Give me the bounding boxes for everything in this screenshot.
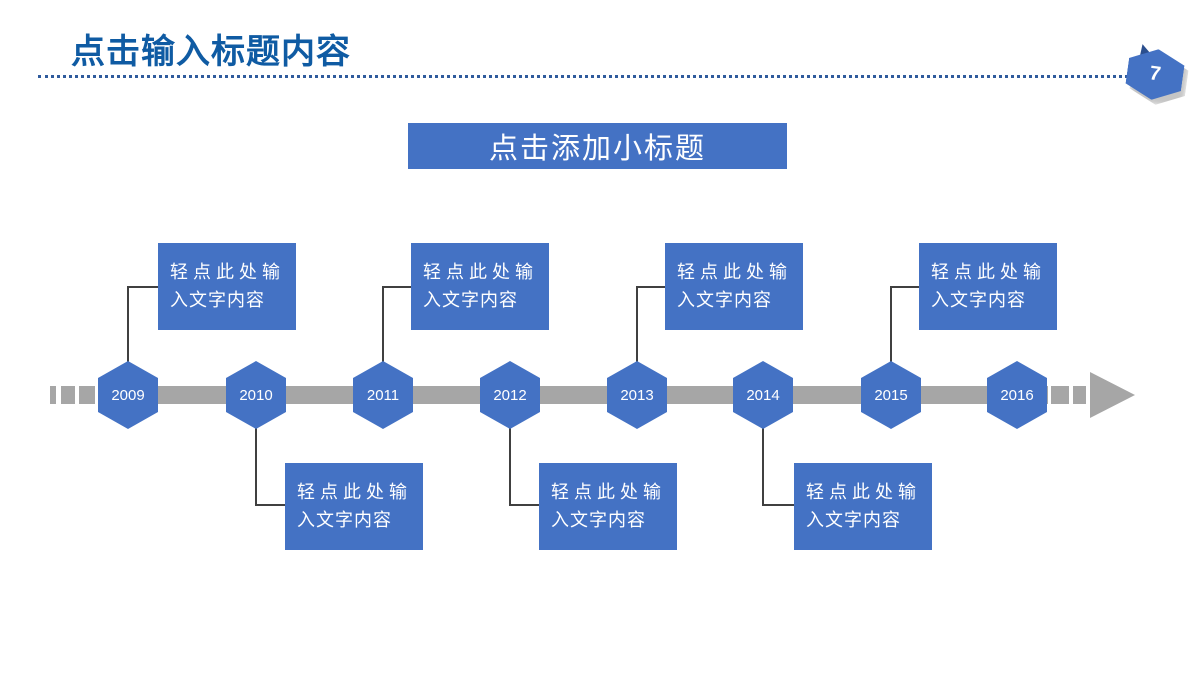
timeline-start-dash [50, 386, 56, 404]
connector-line-2012 [509, 504, 539, 506]
callout-box-2009[interactable]: 轻点此处输 入文字内容 [158, 243, 296, 330]
callout-text-line2: 入文字内容 [170, 290, 265, 310]
callout-box-2015[interactable]: 轻点此处输 入文字内容 [919, 243, 1057, 330]
callout-text-line1: 轻点此处输 [423, 262, 538, 282]
callout-text-line1: 轻点此处输 [551, 482, 666, 502]
timeline-node-2012: 2012 [480, 361, 540, 429]
year-label: 2015 [874, 386, 908, 404]
year-label: 2016 [1000, 386, 1034, 404]
timeline-node-2015: 2015 [861, 361, 921, 429]
title-divider-dotted-line [38, 75, 1128, 78]
year-label: 2010 [239, 386, 273, 404]
timeline-bar [98, 386, 1048, 404]
connector-line-2010 [255, 428, 257, 506]
callout-text-line2: 入文字内容 [931, 290, 1026, 310]
connector-line-2015 [890, 287, 892, 363]
timeline-end-dash [1051, 386, 1069, 404]
connector-line-2014 [762, 504, 794, 506]
callout-text-line1: 轻点此处输 [931, 262, 1046, 282]
page-number: 7 [1148, 62, 1163, 86]
connector-line-2009 [127, 287, 129, 363]
callout-text-line2: 入文字内容 [806, 510, 901, 530]
timeline-node-2009: 2009 [98, 361, 158, 429]
callout-box-2012[interactable]: 轻点此处输 入文字内容 [539, 463, 677, 550]
callout-text-line1: 轻点此处输 [806, 482, 921, 502]
timeline-start-dash [79, 386, 95, 404]
year-label: 2009 [111, 386, 145, 404]
connector-line-2013 [636, 286, 665, 288]
year-label: 2012 [493, 386, 527, 404]
connector-line-2011 [382, 286, 411, 288]
callout-text-line2: 入文字内容 [551, 510, 646, 530]
callout-box-2010[interactable]: 轻点此处输 入文字内容 [285, 463, 423, 550]
timeline-arrowhead-icon [1090, 372, 1135, 418]
timeline-start-dash [61, 386, 75, 404]
page-title[interactable]: 点击输入标题内容 [71, 33, 351, 71]
timeline-node-2014: 2014 [733, 361, 793, 429]
subtitle-text: 点击添加小标题 [488, 133, 706, 165]
callout-box-2014[interactable]: 轻点此处输 入文字内容 [794, 463, 932, 550]
connector-line-2014 [762, 428, 764, 506]
callout-text-line1: 轻点此处输 [297, 482, 412, 502]
connector-line-2012 [509, 428, 511, 506]
callout-box-2011[interactable]: 轻点此处输 入文字内容 [411, 243, 549, 330]
timeline-node-2013: 2013 [607, 361, 667, 429]
callout-text-line1: 轻点此处输 [170, 262, 285, 282]
timeline-node-2016: 2016 [987, 361, 1047, 429]
connector-line-2015 [890, 286, 919, 288]
timeline-end-dash [1073, 386, 1086, 404]
callout-text-line2: 入文字内容 [297, 510, 392, 530]
connector-line-2010 [255, 504, 285, 506]
timeline-node-2011: 2011 [353, 361, 413, 429]
connector-line-2009 [127, 286, 158, 288]
subtitle-placeholder[interactable]: 点击添加小标题 [408, 123, 787, 169]
timeline-node-2010: 2010 [226, 361, 286, 429]
callout-box-2013[interactable]: 轻点此处输 入文字内容 [665, 243, 803, 330]
connector-line-2011 [382, 287, 384, 363]
callout-text-line2: 入文字内容 [423, 290, 518, 310]
connector-line-2013 [636, 287, 638, 363]
year-label: 2014 [746, 386, 780, 404]
year-label: 2011 [366, 386, 400, 404]
callout-text-line1: 轻点此处输 [677, 262, 792, 282]
callout-text-line2: 入文字内容 [677, 290, 772, 310]
year-label: 2013 [620, 386, 654, 404]
